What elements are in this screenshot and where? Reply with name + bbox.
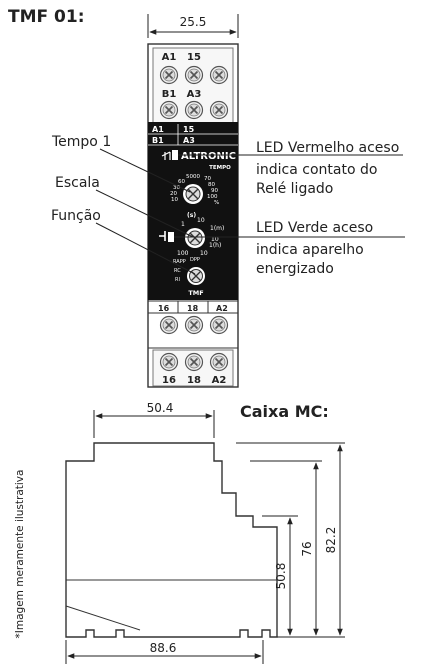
callout-escala: Escala xyxy=(55,175,100,191)
dial-70: 70 xyxy=(204,176,211,182)
device-front-view: A1 15 B1 A3 A1 15 B1 A3 ALTRONIC TEMPO 5… xyxy=(147,43,239,388)
led-red-icon xyxy=(172,150,178,160)
bottom-18: 18 xyxy=(187,375,201,386)
front-width-dimension: 25.5 xyxy=(147,14,239,38)
func-tmf: TMF xyxy=(188,289,203,297)
terminal-label-15-top: 15 xyxy=(187,52,201,63)
dim-25-5: 25.5 xyxy=(180,15,207,29)
callout-tempo1: Tempo 1 xyxy=(51,134,111,150)
range-1h: 1(h) xyxy=(209,242,221,249)
terminal-label-b1-top: B1 xyxy=(162,89,177,100)
side-view-title: Caixa MC: xyxy=(240,402,329,421)
range-10b: 10 xyxy=(211,236,219,243)
dial-90: 90 xyxy=(211,188,218,194)
side-profile xyxy=(65,442,278,638)
range-1m: 1(m) xyxy=(210,225,224,232)
dim-50-4: 50.4 xyxy=(147,401,174,415)
func-ri: RI xyxy=(175,277,180,283)
callout-led-red-1: LED Vermelho aceso xyxy=(256,140,399,156)
table-15: 15 xyxy=(183,125,195,134)
range-1: 1 xyxy=(181,221,185,228)
btable-18: 18 xyxy=(187,304,199,313)
callout-led-green-1: LED Verde aceso xyxy=(256,220,373,236)
callout-led-green-3: energizado xyxy=(256,261,334,277)
dim-50-8: 50.8 xyxy=(274,563,288,590)
dim-82-2: 82.2 xyxy=(324,527,338,554)
page-title: TMF 01: xyxy=(8,7,85,27)
table-a3: A3 xyxy=(183,136,195,145)
dim-88-6: 88.6 xyxy=(150,641,177,655)
led-green-icon xyxy=(168,232,174,242)
func-dpp: DPP xyxy=(190,257,200,263)
dial-60: 60 xyxy=(178,179,185,185)
terminal-label-a3-top: A3 xyxy=(187,89,202,100)
range-dial: (s) 1 10 1(m) 10 1(h) 10 100 xyxy=(159,212,224,257)
range-10c: 10 xyxy=(200,250,208,257)
bottom-a2: A2 xyxy=(212,375,227,386)
tempo-label: TEMPO xyxy=(209,165,231,171)
bottom-16: 16 xyxy=(162,375,176,386)
top-width-dimension: 50.4 xyxy=(93,401,215,438)
callout-funcao: Função xyxy=(51,208,101,224)
callouts: Tempo 1 Escala Função LED Vermelho aceso… xyxy=(51,134,405,277)
dial-30: 30 xyxy=(173,185,180,191)
bottom-width-dimension: 88.6 xyxy=(65,640,264,664)
power-plug-icon xyxy=(159,231,166,241)
callout-led-red-3: Relé ligado xyxy=(256,181,333,197)
dial-5000: 5000 xyxy=(186,174,200,180)
dial-20: 20 xyxy=(170,191,177,197)
height-dimensions: 50.8 76 82.2 xyxy=(236,442,345,638)
btable-a2: A2 xyxy=(216,304,228,313)
callout-led-green-2: indica aparelho xyxy=(256,242,364,258)
dial-10: 10 xyxy=(171,197,178,203)
table-a1: A1 xyxy=(152,125,164,134)
disclaimer: *Imagem meramente ilustrativa xyxy=(14,470,26,639)
brand-name: ALTRONIC xyxy=(181,151,236,162)
dim-76: 76 xyxy=(300,541,314,556)
table-b1: B1 xyxy=(152,136,164,145)
callout-led-red-2: indica contato do xyxy=(256,162,377,178)
btable-16: 16 xyxy=(158,304,170,313)
range-100: 100 xyxy=(177,250,189,257)
func-rapp: RAPP xyxy=(173,259,186,265)
dial-100: 100 xyxy=(207,194,218,200)
terminal-label-a1-top: A1 xyxy=(162,52,177,63)
func-rc: RC xyxy=(174,268,181,274)
dial-percent: % xyxy=(214,200,219,206)
tempo-dial: 5000 60 30 20 10 70 80 90 100 % xyxy=(170,174,219,206)
range-s: (s) xyxy=(187,212,196,219)
relay-contact-icon xyxy=(161,151,171,160)
dial-80: 80 xyxy=(208,182,215,188)
range-10: 10 xyxy=(197,217,205,224)
